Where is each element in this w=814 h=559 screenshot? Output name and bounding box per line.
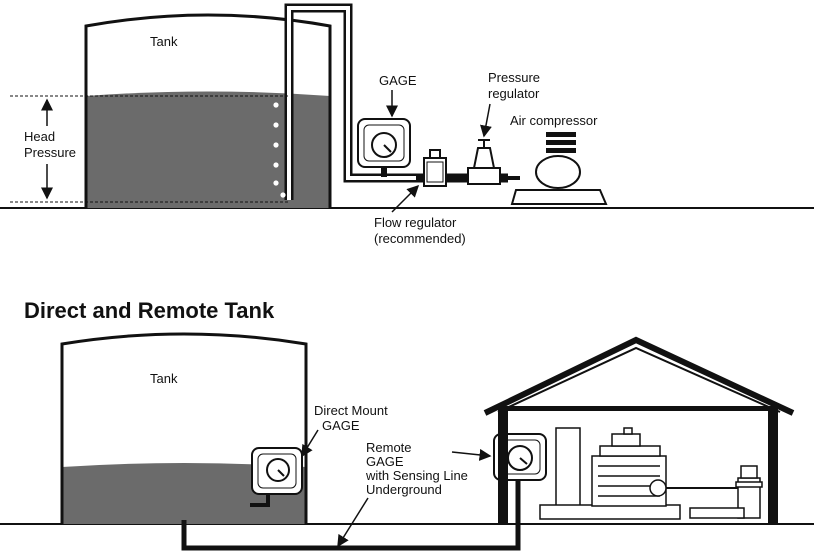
- direct-mount-label-1: Direct Mount: [314, 403, 388, 418]
- remote-gage: Remote GAGE with Sensing Line Undergroun…: [365, 433, 547, 497]
- pressure-regulator-label-2: regulator: [488, 86, 540, 101]
- gage-label: GAGE: [379, 73, 417, 88]
- top-diagram: Tank Head Pressure: [0, 3, 814, 246]
- flow-regulator-label-2: (recommended): [374, 231, 466, 246]
- head-pressure-label-2: Pressure: [24, 145, 76, 160]
- top-gage: GAGE: [357, 73, 417, 177]
- section-title: Direct and Remote Tank: [24, 298, 275, 323]
- remote-label-1: Remote: [366, 440, 412, 455]
- pressure-regulator: Pressure regulator: [467, 70, 540, 185]
- bottom-tank-label: Tank: [150, 371, 178, 386]
- air-bubbles: [273, 102, 286, 198]
- sensing-line: [181, 475, 521, 551]
- bottom-diagram: Tank Direct Mount GAGE Remote GAGE: [0, 332, 814, 551]
- air-compressor: Air compressor: [510, 113, 608, 205]
- remote-label-3: with Sensing Line: [365, 468, 468, 483]
- head-pressure-dimension: Head Pressure: [10, 95, 290, 203]
- top-tank: Tank: [84, 13, 332, 208]
- top-tank-label: Tank: [150, 34, 178, 49]
- remote-label-2: GAGE: [366, 454, 404, 469]
- pressure-regulator-label-1: Pressure: [488, 70, 540, 85]
- remote-label-4: Underground: [366, 482, 442, 497]
- engine-equipment: [539, 427, 763, 520]
- air-compressor-label: Air compressor: [510, 113, 598, 128]
- direct-mount-label-2: GAGE: [322, 418, 360, 433]
- flow-regulator-label-1: Flow regulator: [374, 215, 457, 230]
- head-pressure-label-1: Head: [24, 129, 55, 144]
- direct-mount-gage: Direct Mount GAGE: [250, 403, 388, 507]
- pump-house: [483, 336, 795, 524]
- bottom-tank: Tank: [60, 332, 308, 524]
- flow-regulator: Flow regulator (recommended): [374, 149, 470, 246]
